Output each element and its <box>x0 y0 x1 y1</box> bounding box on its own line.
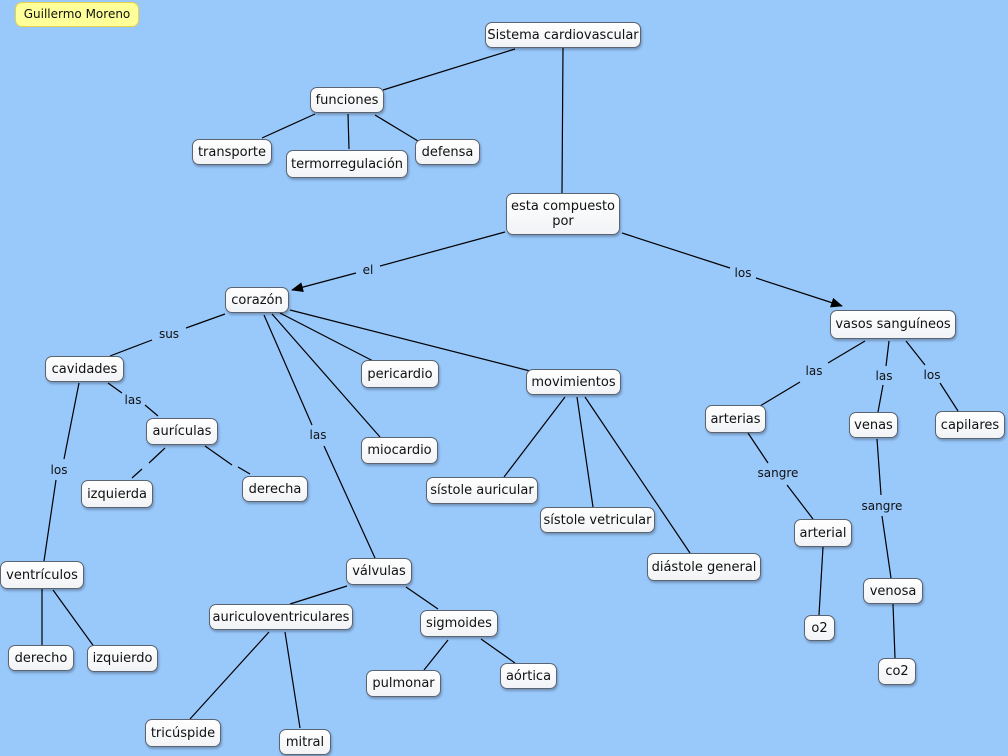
edge-compuesto-los <box>621 232 731 269</box>
node-pericardio[interactable]: pericardio <box>361 360 439 388</box>
node-valvulas[interactable]: válvulas <box>346 558 412 585</box>
edge-venosa-co2 <box>892 603 896 659</box>
node-vasos-sanguineos[interactable]: vasos sanguíneos <box>830 310 956 339</box>
link-las-venas: las <box>874 369 894 383</box>
edge-corazon-miocardio <box>271 313 381 438</box>
node-cavidades[interactable]: cavidades <box>45 356 124 382</box>
link-sus: sus <box>157 327 181 341</box>
node-venas[interactable]: venas <box>849 412 898 438</box>
edge-sigmoides-aortica <box>480 638 516 664</box>
edge-vasos-los-capilares <box>905 340 926 366</box>
link-los-ventriculos: los <box>49 463 69 477</box>
edge-vasos-las-arterias <box>827 340 866 364</box>
node-movimientos[interactable]: movimientos <box>526 369 621 395</box>
node-arterial[interactable]: arterial <box>794 519 852 547</box>
node-co2[interactable]: co2 <box>878 658 916 685</box>
link-los-vasos: los <box>733 266 753 280</box>
edge-auriculas-izquierda <box>148 447 166 464</box>
edge-sus-cavidades <box>109 339 153 357</box>
link-el: el <box>361 263 375 277</box>
edge-auriculas-derecha <box>204 445 233 466</box>
node-diastole-general[interactable]: diástole general <box>647 553 761 581</box>
link-los-capilares: los <box>922 368 942 382</box>
edge-av-tricuspide <box>189 631 270 720</box>
link-las-auriculas: las <box>123 393 143 407</box>
node-aortica[interactable]: aórtica <box>500 663 557 689</box>
link-las-arterias: las <box>804 364 824 378</box>
edge-compuesto-el <box>379 231 506 267</box>
edge-sigmoides-pulmonar <box>423 639 449 671</box>
node-auriculas[interactable]: aurículas <box>146 418 218 445</box>
edge-los-ventriculos <box>43 479 57 562</box>
node-mitral[interactable]: mitral <box>279 729 331 755</box>
edge-vasos-las-venas <box>885 340 890 367</box>
edge-av-mitral <box>284 631 301 729</box>
node-funciones[interactable]: funciones <box>310 87 384 113</box>
edge-venas-sangre <box>876 438 882 496</box>
edge-corazon-pericardio <box>279 312 376 363</box>
node-esta-compuesto-por[interactable]: esta compuesto por <box>506 193 620 235</box>
edge-las-venas <box>877 384 884 413</box>
edge-las-arterias <box>759 381 801 407</box>
edge-sangre-arterial <box>786 484 814 520</box>
edge-corazon-las <box>263 314 313 426</box>
edge-corazon-movimientos <box>289 309 531 372</box>
node-arterias[interactable]: arterias <box>705 405 766 433</box>
edge-el-corazon <box>291 272 357 293</box>
edge-arterias-sangre <box>747 432 769 464</box>
node-derecha[interactable]: derecha <box>242 476 308 502</box>
edge-las-valvulas <box>323 445 376 559</box>
edge-izquierda-stub <box>131 468 143 479</box>
node-sigmoides[interactable]: sigmoides <box>420 610 498 637</box>
edge-funciones-transporte <box>261 113 316 139</box>
edge-movimientos-diastole <box>584 396 691 554</box>
node-pulmonar[interactable]: pulmonar <box>366 670 441 697</box>
edge-sangre-venosa <box>881 515 892 579</box>
edge-cavidades-las <box>107 382 123 394</box>
link-sangre-arterial: sangre <box>756 466 800 480</box>
edge-funciones-termorregulacion <box>347 113 350 150</box>
node-capilares[interactable]: capilares <box>935 411 1005 439</box>
author-label: Guillermo Moreno <box>15 2 139 27</box>
node-venosa[interactable]: venosa <box>863 578 923 604</box>
node-corazon[interactable]: corazón <box>225 287 289 313</box>
edge-ventriculos-izquierdo <box>52 589 96 649</box>
edge-los-vasos <box>755 277 843 308</box>
edge-funciones-defensa <box>374 114 419 142</box>
edge-valvulas-av <box>289 585 348 605</box>
node-defensa[interactable]: defensa <box>415 139 480 165</box>
edge-los-capilares <box>939 382 959 412</box>
node-izquierdo[interactable]: izquierdo <box>87 645 158 672</box>
edge-valvulas-sigmoides <box>405 586 439 610</box>
node-miocardio[interactable]: miocardio <box>361 437 438 464</box>
node-sistema-cardiovascular[interactable]: Sistema cardiovascular <box>485 22 641 48</box>
node-sistole-ventricular[interactable]: sístole vetricular <box>540 507 655 533</box>
node-auriculoventriculares[interactable]: auriculoventriculares <box>209 604 353 630</box>
node-o2[interactable]: o2 <box>804 615 835 641</box>
node-sistole-auricular[interactable]: sístole auricular <box>426 477 538 504</box>
link-las-valvulas: las <box>308 428 328 442</box>
edge-movimientos-sistole-ventricular <box>576 396 594 508</box>
edge-arterial-o2 <box>818 546 824 616</box>
node-transporte[interactable]: transporte <box>192 139 272 165</box>
node-tricuspide[interactable]: tricúspide <box>145 719 221 747</box>
node-izquierda[interactable]: izquierda <box>81 480 153 508</box>
edge-sistema-funciones <box>382 48 516 91</box>
link-sangre-venosa: sangre <box>860 499 904 513</box>
node-ventriculos[interactable]: ventrículos <box>0 561 84 589</box>
edge-movimientos-sistole-auricular <box>503 396 566 478</box>
edge-derecha-stub <box>237 466 251 475</box>
edge-cavidades-los <box>63 382 80 460</box>
edge-corazon-sus <box>185 313 226 329</box>
edge-sistema-compuesto <box>561 47 564 194</box>
edge-las-auriculas <box>144 404 159 417</box>
node-termorregulacion[interactable]: termorregulación <box>286 150 408 178</box>
node-derecho[interactable]: derecho <box>8 645 74 671</box>
